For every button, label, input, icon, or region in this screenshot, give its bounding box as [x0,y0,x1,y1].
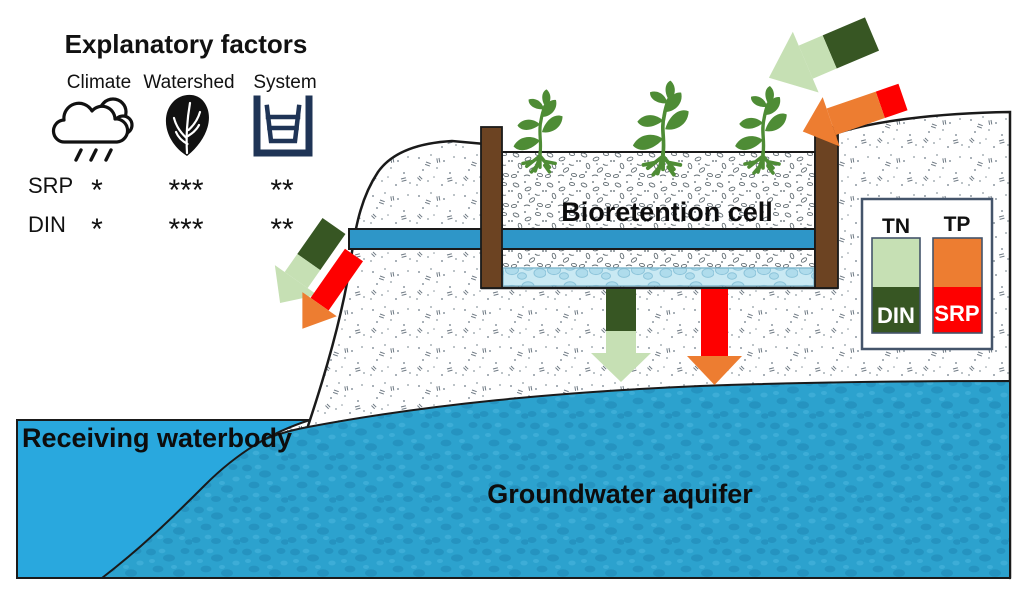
cloud-rain-icon [51,97,134,162]
underdrain-pipe [348,228,816,250]
phosphorus-inflow-arrow [802,83,908,147]
srp-system-stars: ** [270,174,294,207]
legend: TN TP DIN SRP [860,197,994,351]
basin-icon [253,95,313,157]
factors-col-watershed: Watershed [143,72,234,93]
phosphorus-leaching-arrow [687,289,742,385]
nitrogen-outflow-arrow [274,217,346,304]
legend-tp-label: TP [944,213,971,236]
cell-gravel-layer [502,267,815,287]
phosphorus-outflow-arrow [302,248,364,329]
legend-tn-label: TN [882,215,910,238]
legend-din-label: DIN [877,303,915,328]
groundwater-aquifer-label: Groundwater aquifer [487,479,753,509]
cell-wall-left [480,126,503,289]
factors-col-system: System [253,72,316,93]
factors-col-climate: Climate [67,72,131,93]
din-row-label: DIN [28,212,66,237]
din-system-stars: ** [270,213,294,246]
legend-tp-bottom-swatch [933,287,982,333]
srp-row-label: SRP [28,173,73,198]
receiving-waterbody [16,419,311,579]
cell-wall-right [814,126,839,289]
legend-tn-bottom-swatch [872,287,920,333]
legend-tn-top-swatch [872,238,920,287]
leaf-icon [165,94,209,156]
nitrogen-inflow-arrow [768,17,880,93]
din-climate-stars: * [91,213,103,246]
srp-watershed-stars: *** [168,174,203,207]
legend-tn-bar-border [871,237,921,334]
receiving-waterbody-label: Receiving waterbody [22,423,292,453]
legend-srp-label: SRP [934,301,979,326]
srp-climate-stars: * [91,174,103,207]
explanatory-factors: Explanatory factors Climate Watershed Sy… [28,29,317,246]
factors-title: Explanatory factors [65,29,308,59]
legend-tp-bar-border [932,237,983,334]
bioretention-cell-label: Bioretention cell [561,197,773,227]
din-watershed-stars: *** [168,213,203,246]
legend-tp-top-swatch [933,238,982,287]
nitrogen-leaching-arrow [591,289,651,382]
